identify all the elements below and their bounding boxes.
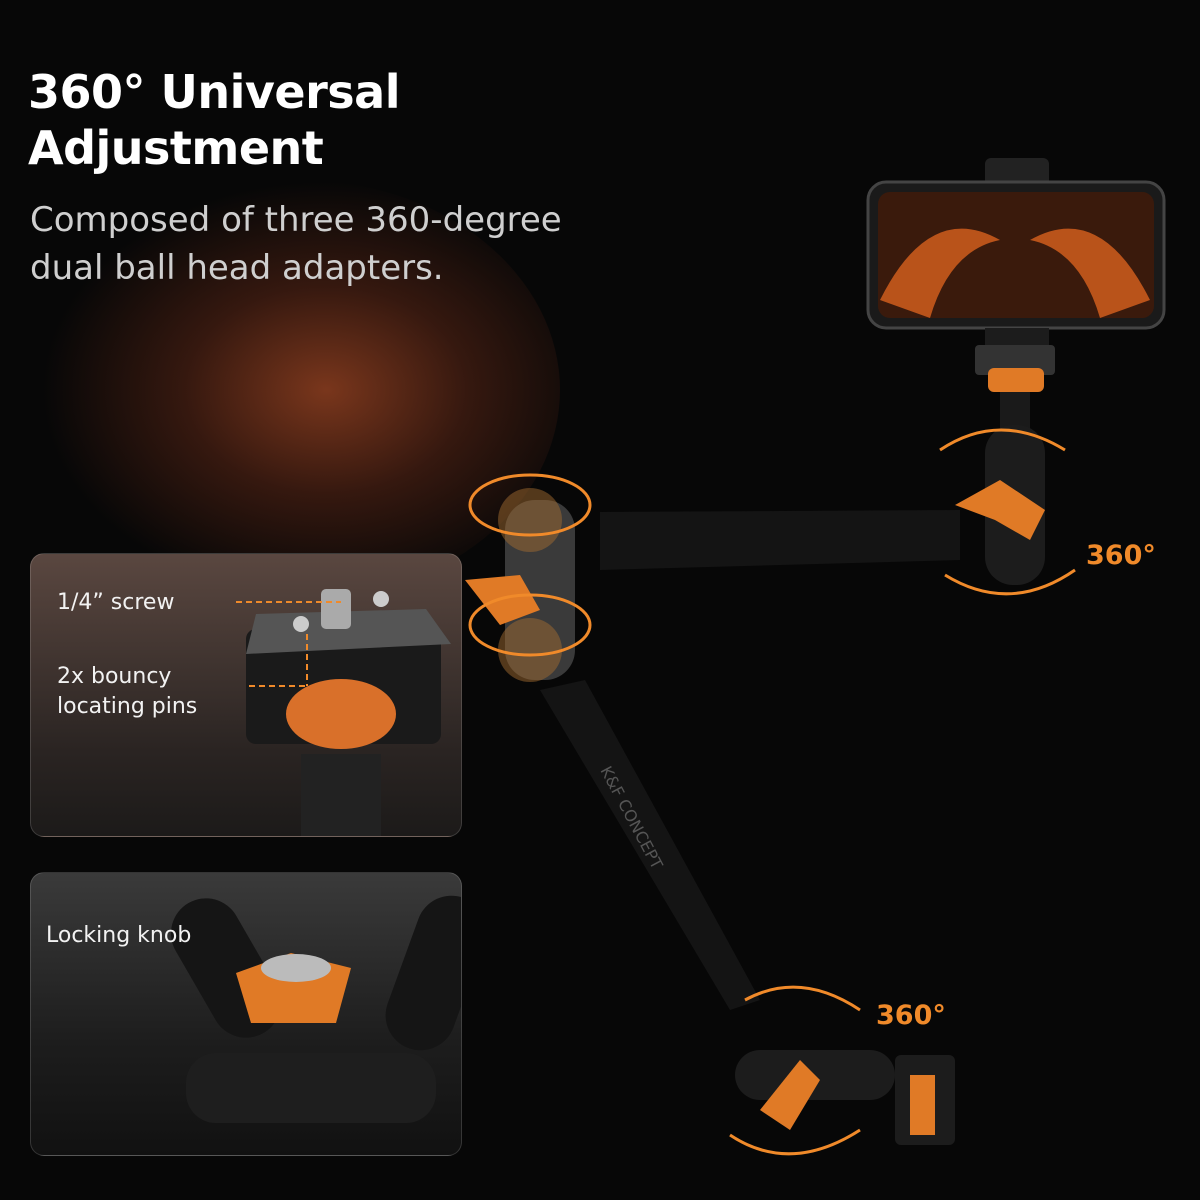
pins-label: 2x bouncy locating pins [57, 662, 197, 722]
locking-knob-illustration [171, 895, 461, 1123]
orange-lock-ring [988, 368, 1044, 392]
quick-release-plate-illustration [236, 589, 451, 836]
callout-card-quick-release: 1/4” screw 2x bouncy locating pins [30, 553, 462, 837]
title-line-2: Adjustment [28, 121, 324, 175]
rotation-label-top-right: 360° [1086, 540, 1156, 571]
phone-screen [878, 192, 1154, 318]
pins-label-line-2: locating pins [57, 694, 198, 719]
pins-label-line-1: 2x bouncy [57, 664, 172, 689]
foam-arm-horizontal [600, 510, 960, 570]
screw-icon [321, 589, 351, 629]
background-glow [40, 180, 560, 600]
page-subtitle: Composed of three 360-degree dual ball h… [30, 196, 562, 292]
locking-knob-label: Locking knob [46, 923, 192, 948]
orange-knurled-knob [286, 679, 396, 749]
locking-knob-bottom [760, 1060, 820, 1130]
title-line-1: 360° Universal [28, 65, 400, 119]
subtitle-line-1: Composed of three 360-degree [30, 200, 562, 240]
locking-knob-center [465, 575, 540, 625]
screw-label: 1/4” screw [57, 590, 175, 615]
callout-card-locking-knob: Locking knob [30, 872, 462, 1156]
locking-knob-top-right [955, 480, 1045, 540]
rotation-label-bottom: 360° [876, 1000, 946, 1031]
subtitle-line-2: dual ball head adapters. [30, 248, 444, 288]
foam-arm-diagonal [540, 680, 760, 1010]
page-title: 360° Universal Adjustment [28, 64, 400, 176]
